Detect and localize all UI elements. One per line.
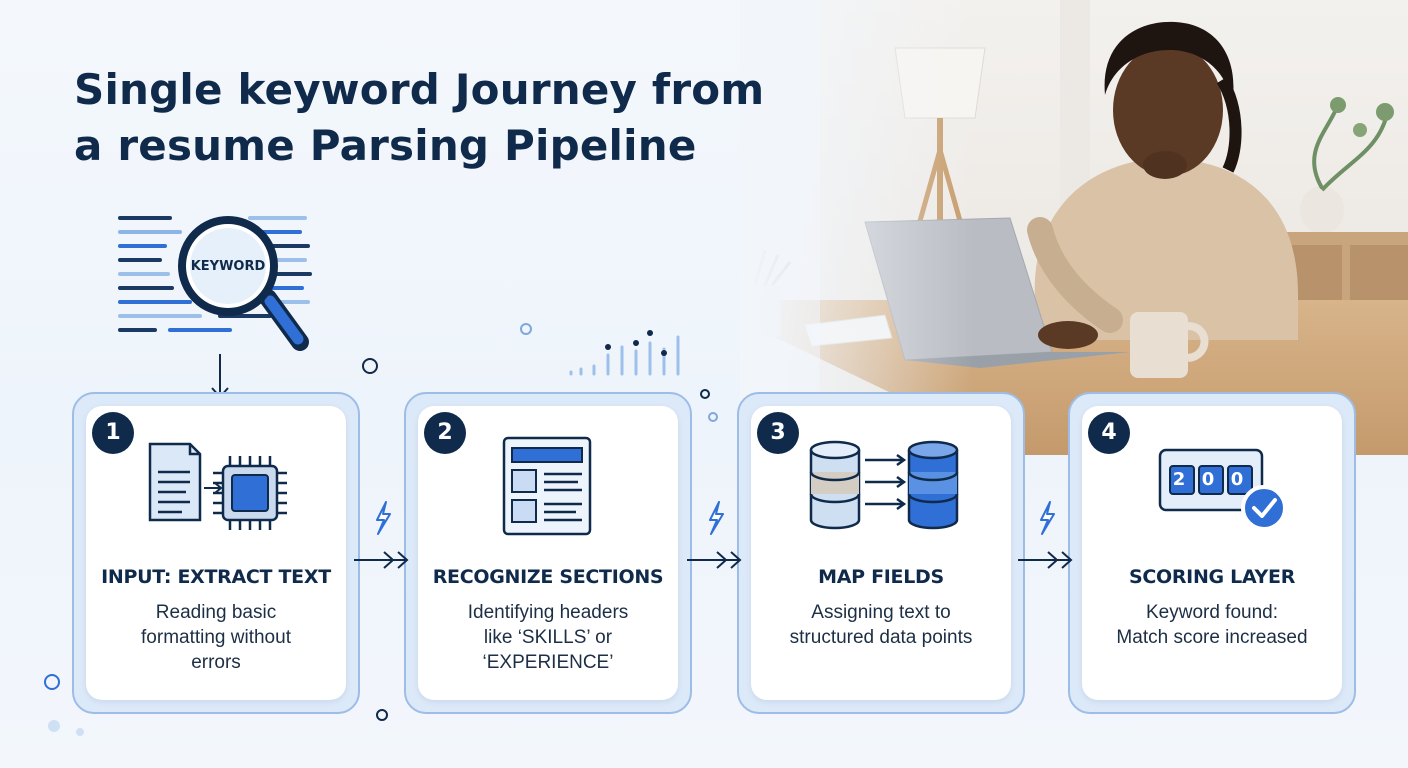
score-digit: 0: [1201, 469, 1215, 490]
decor-dot: [48, 720, 60, 732]
step-description: Assigning text to structured data points: [789, 602, 973, 648]
title-line-1: Single keyword Journey from: [74, 65, 765, 114]
title-line-2: a resume Parsing Pipeline: [74, 121, 697, 170]
connector-2-3: [687, 501, 742, 569]
text-lines-icon: [118, 216, 312, 351]
decor-dot: [520, 323, 532, 335]
step-description: Reading basic formatting without errors: [141, 602, 291, 673]
score-counter-icon: [1158, 448, 1287, 531]
step-number-badge: 2: [424, 412, 466, 454]
step-title: SCORING LAYER: [1128, 566, 1296, 588]
decor-dot: [700, 389, 710, 399]
layout-sections-icon: [502, 436, 592, 536]
step-number-badge: 4: [1088, 412, 1130, 454]
decor-dot: [76, 728, 84, 736]
decor-dot: [708, 412, 718, 422]
score-digit: 0: [1230, 469, 1244, 490]
step-card-1: 1 INPUT: EXTRACT TEXT Reading basic form…: [72, 392, 360, 714]
step-card-body: 1 INPUT: EXTRACT TEXT Reading basic form…: [86, 406, 346, 700]
lightning-icon: [376, 501, 391, 535]
connector-1-2: [354, 501, 409, 569]
step-title: RECOGNIZE SECTIONS: [432, 566, 664, 588]
double-chevron-arrow-icon: [1018, 551, 1073, 569]
step-card-body: 3 MAP FIELDS Assigning text to structure…: [751, 406, 1011, 700]
step-description: Identifying headers like ‘SKILLS’ or ‘EX…: [467, 602, 629, 673]
lightning-icon: [1040, 501, 1055, 535]
keyword-search-illustration: KEYWORD: [110, 210, 320, 360]
keyword-label: KEYWORD: [190, 259, 266, 274]
double-chevron-arrow-icon: [687, 551, 742, 569]
signal-bars-decoration: [569, 330, 680, 376]
step-card-2: 2 RECOGNIZE SECTIONS Identifying headers…: [404, 392, 692, 714]
double-chevron-arrow-icon: [354, 551, 409, 569]
step-card-body: 2 RECOGNIZE SECTIONS Identifying headers…: [418, 406, 678, 700]
step-description: Keyword found: Match score increased: [1116, 602, 1308, 648]
step-title: MAP FIELDS: [818, 566, 944, 588]
decor-dot: [44, 674, 60, 690]
step-card-body: 4 2 0 0 SCORING LAYER Keyword found: Mat…: [1082, 406, 1342, 700]
step-card-4: 4 2 0 0 SCORING LAYER Keyword found: Mat…: [1068, 392, 1356, 714]
connector-3-4: [1018, 501, 1073, 569]
step-card-3: 3 MAP FIELDS Assigning text to structure…: [737, 392, 1025, 714]
page-title: Single keyword Journey from a resume Par…: [74, 62, 834, 174]
lightning-icon: [709, 501, 724, 535]
database-mapping-icon: [809, 440, 959, 530]
step-number-badge: 3: [757, 412, 799, 454]
score-digit: 2: [1172, 469, 1186, 490]
step-title: INPUT: EXTRACT TEXT: [101, 566, 331, 588]
document-to-chip-icon: [148, 442, 287, 530]
decor-dot: [376, 709, 388, 721]
decor-dot: [362, 358, 378, 374]
step-number-badge: 1: [92, 412, 134, 454]
